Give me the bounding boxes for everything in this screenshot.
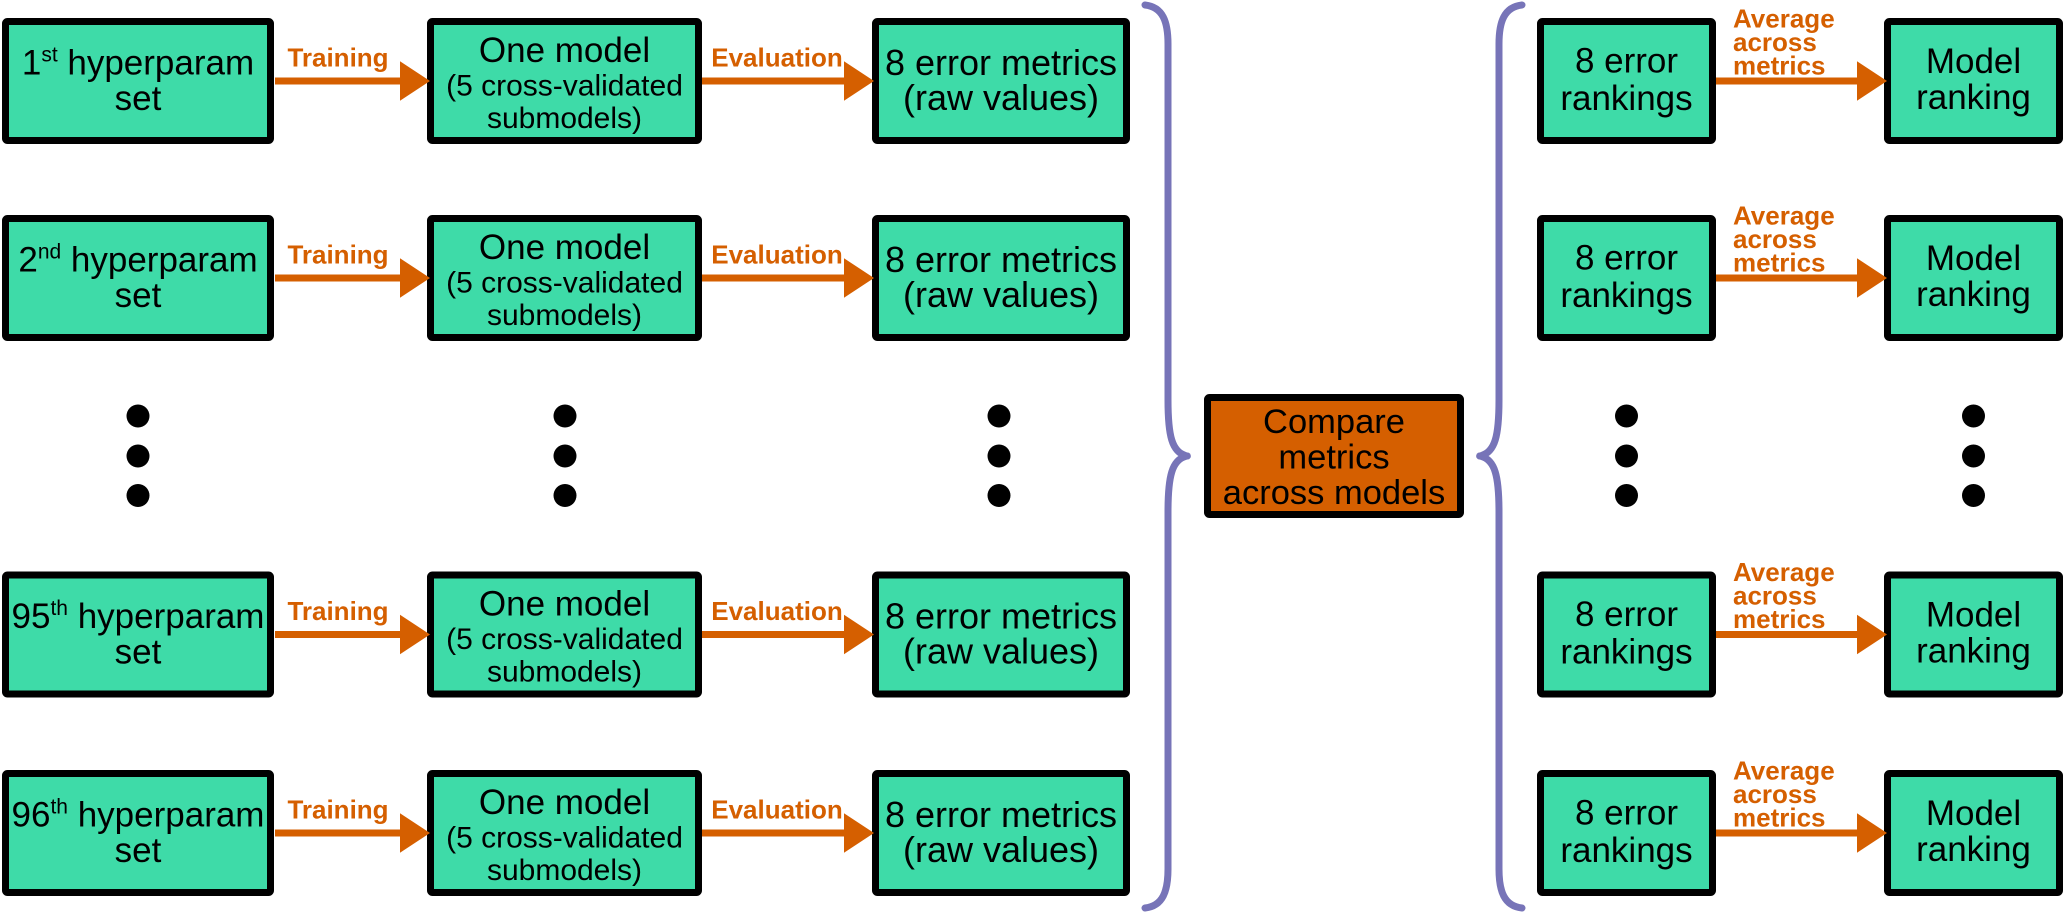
- svg-text:One model: One model: [479, 585, 650, 624]
- svg-text:One model: One model: [479, 228, 650, 267]
- svg-text:95th hyperparam: 95th hyperparam: [12, 597, 265, 636]
- svg-text:across models: across models: [1223, 474, 1445, 512]
- svg-text:rankings: rankings: [1560, 276, 1692, 315]
- svg-text:(raw values): (raw values): [903, 77, 1099, 118]
- svg-text:8 error: 8 error: [1575, 794, 1678, 833]
- svg-text:(5 cross-validated: (5 cross-validated: [446, 623, 683, 656]
- svg-text:8 error metrics: 8 error metrics: [885, 42, 1117, 83]
- svg-text:across: across: [1733, 581, 1817, 611]
- svg-text:2nd hyperparam: 2nd hyperparam: [18, 241, 257, 280]
- svg-text:ranking: ranking: [1916, 78, 2031, 117]
- svg-text:metrics: metrics: [1733, 51, 1826, 81]
- svg-text:across: across: [1733, 27, 1817, 57]
- svg-text:Average: Average: [1733, 201, 1835, 231]
- svg-text:rankings: rankings: [1560, 633, 1692, 672]
- svg-text:Training: Training: [287, 795, 388, 825]
- svg-text:metrics: metrics: [1733, 803, 1826, 833]
- svg-text:(raw values): (raw values): [903, 829, 1099, 870]
- svg-text:rankings: rankings: [1560, 79, 1692, 118]
- svg-text:8 error metrics: 8 error metrics: [885, 239, 1117, 280]
- svg-text:(5 cross-validated: (5 cross-validated: [446, 822, 683, 855]
- svg-text:Training: Training: [287, 240, 388, 270]
- svg-text:Average: Average: [1733, 557, 1835, 587]
- svg-text:Model: Model: [1926, 794, 2021, 833]
- svg-text:Training: Training: [287, 596, 388, 626]
- svg-text:(raw values): (raw values): [903, 631, 1099, 672]
- svg-text:(raw values): (raw values): [903, 274, 1099, 315]
- svg-text:Evaluation: Evaluation: [711, 596, 842, 626]
- svg-text:(5 cross-validated: (5 cross-validated: [446, 267, 683, 300]
- svg-text:submodels): submodels): [487, 854, 642, 887]
- svg-text:Evaluation: Evaluation: [711, 795, 842, 825]
- svg-text:Model: Model: [1926, 42, 2021, 81]
- svg-text:8 error metrics: 8 error metrics: [885, 596, 1117, 637]
- svg-text:One model: One model: [479, 783, 650, 822]
- svg-text:Compare: Compare: [1263, 403, 1405, 441]
- svg-text:Average: Average: [1733, 756, 1835, 786]
- svg-text:across: across: [1733, 779, 1817, 809]
- svg-text:submodels): submodels): [487, 102, 642, 135]
- svg-text:submodels): submodels): [487, 299, 642, 332]
- svg-text:metrics: metrics: [1733, 248, 1826, 278]
- svg-text:8 error: 8 error: [1575, 42, 1678, 81]
- svg-text:One model: One model: [479, 31, 650, 70]
- svg-text:submodels): submodels): [487, 656, 642, 689]
- svg-text:set: set: [115, 79, 162, 118]
- svg-text:Model: Model: [1926, 596, 2021, 635]
- svg-text:(5 cross-validated: (5 cross-validated: [446, 70, 683, 103]
- svg-text:across: across: [1733, 224, 1817, 254]
- svg-text:ranking: ranking: [1916, 632, 2031, 671]
- svg-text:8 error: 8 error: [1575, 239, 1678, 278]
- svg-text:8 error metrics: 8 error metrics: [885, 794, 1117, 835]
- svg-text:Training: Training: [287, 43, 388, 73]
- svg-text:rankings: rankings: [1560, 831, 1692, 870]
- svg-text:set: set: [115, 633, 162, 672]
- svg-text:set: set: [115, 831, 162, 870]
- svg-text:96th hyperparam: 96th hyperparam: [12, 796, 265, 835]
- svg-text:Average: Average: [1733, 4, 1835, 34]
- svg-text:Model: Model: [1926, 239, 2021, 278]
- svg-text:8 error: 8 error: [1575, 595, 1678, 634]
- svg-text:set: set: [115, 276, 162, 315]
- svg-text:ranking: ranking: [1916, 830, 2031, 869]
- svg-text:metrics: metrics: [1278, 439, 1389, 477]
- svg-text:metrics: metrics: [1733, 604, 1826, 634]
- svg-text:1st hyperparam: 1st hyperparam: [22, 44, 254, 83]
- svg-text:Evaluation: Evaluation: [711, 43, 842, 73]
- svg-text:ranking: ranking: [1916, 275, 2031, 314]
- svg-text:Evaluation: Evaluation: [711, 240, 842, 270]
